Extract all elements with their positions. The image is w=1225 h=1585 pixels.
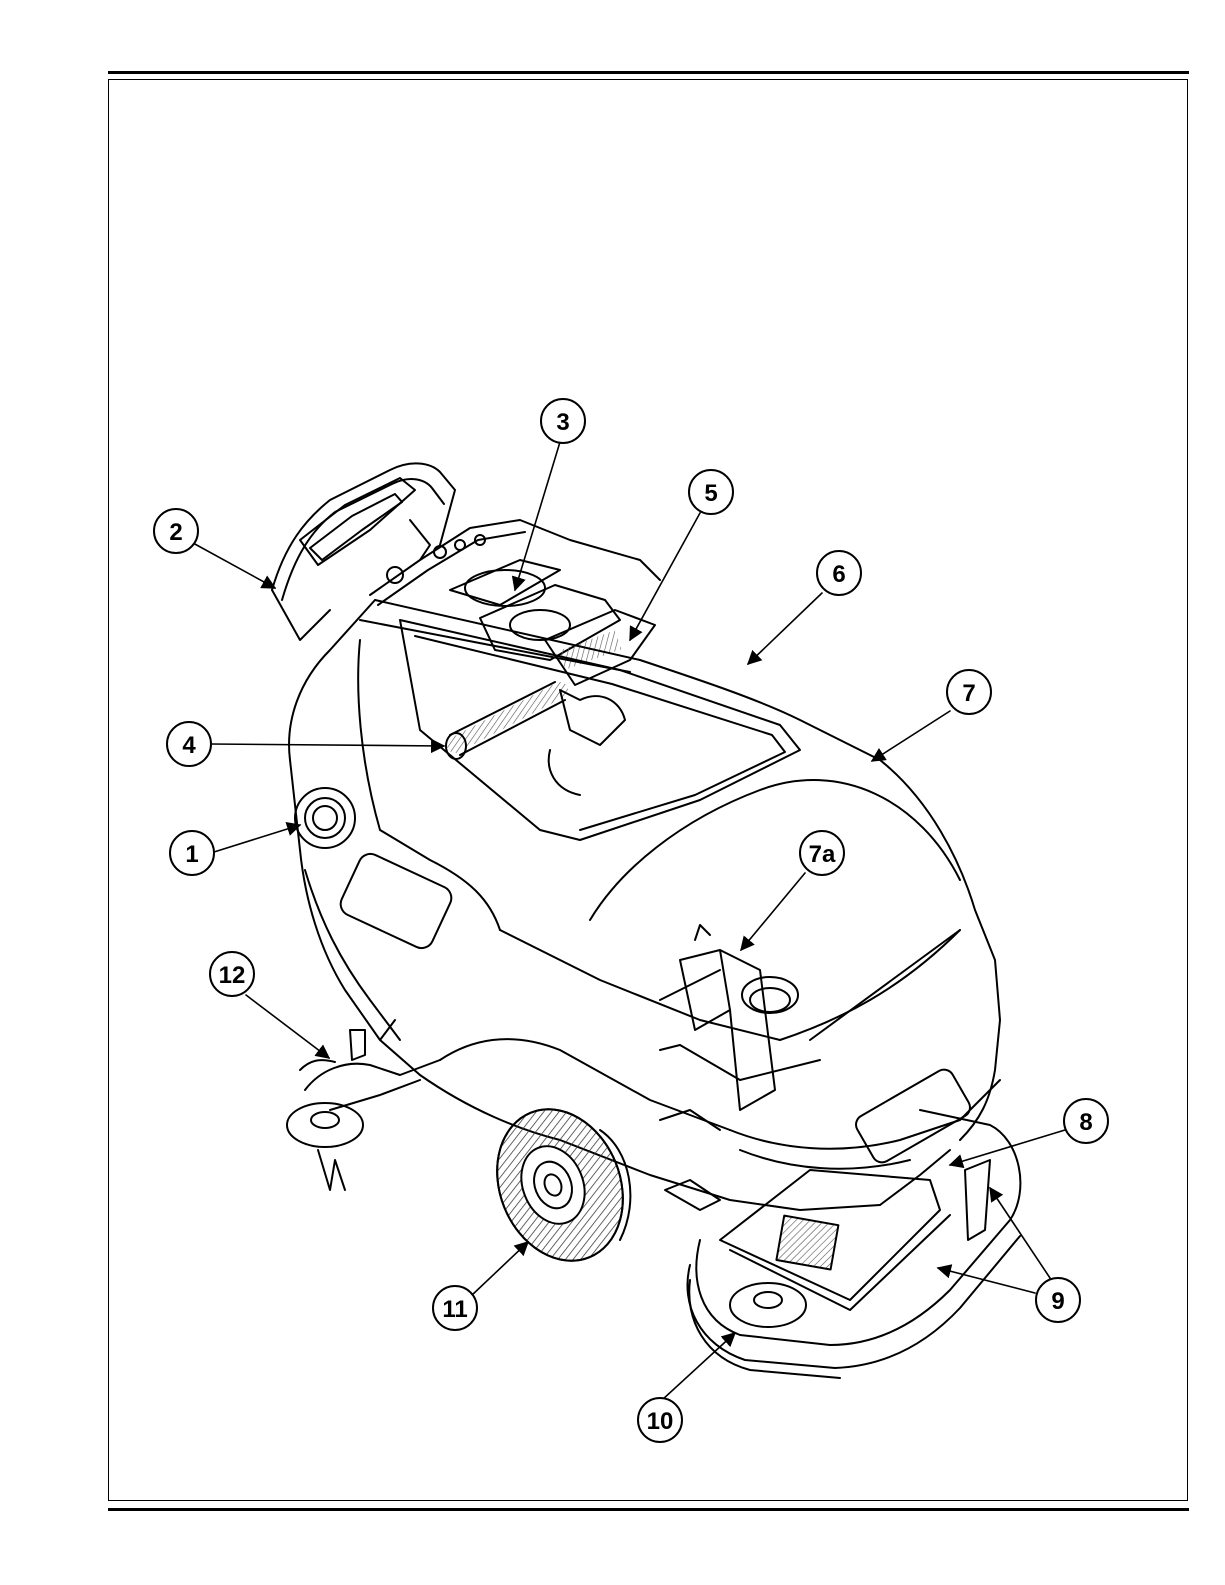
scrub-deck bbox=[687, 1110, 1020, 1378]
recovery-hose bbox=[446, 682, 625, 795]
callout-9: 9 bbox=[1036, 1278, 1080, 1322]
callout-label: 10 bbox=[647, 1408, 674, 1435]
callout-label: 7 bbox=[962, 680, 975, 707]
bumper-roller bbox=[730, 1283, 806, 1327]
callout-4: 4 bbox=[167, 722, 211, 766]
callout-12: 12 bbox=[210, 952, 254, 996]
callout-8: 8 bbox=[1064, 1099, 1108, 1143]
callout-label: 6 bbox=[832, 561, 845, 588]
leader-1 bbox=[214, 825, 300, 852]
callout-2: 2 bbox=[154, 509, 198, 553]
callouts: 1 2 3 4 5 6 7 7a bbox=[154, 399, 1108, 1442]
callout-1: 1 bbox=[170, 831, 214, 875]
callout-label: 5 bbox=[704, 480, 717, 507]
solution-filter bbox=[660, 925, 820, 1130]
leader-9a bbox=[938, 1268, 1035, 1293]
front-panel-recess bbox=[852, 1066, 973, 1166]
callout-6: 6 bbox=[817, 551, 861, 595]
callout-label: 1 bbox=[185, 841, 198, 868]
leader-10 bbox=[662, 1333, 735, 1400]
callout-10: 10 bbox=[638, 1398, 682, 1442]
callout-label: 2 bbox=[169, 519, 182, 546]
callout-label: 9 bbox=[1051, 1288, 1064, 1315]
leader-7 bbox=[872, 711, 950, 761]
squeegee-assembly bbox=[287, 1030, 440, 1190]
callout-label: 7a bbox=[809, 841, 836, 868]
callout-label: 4 bbox=[182, 732, 196, 759]
filter-tray bbox=[545, 610, 655, 685]
drain-hose bbox=[295, 788, 355, 848]
leader-7a bbox=[741, 873, 805, 950]
leader-5 bbox=[630, 513, 700, 640]
callout-label: 3 bbox=[556, 409, 569, 436]
leader-11 bbox=[471, 1242, 528, 1296]
callout-label: 11 bbox=[442, 1296, 467, 1323]
callout-label: 8 bbox=[1079, 1109, 1092, 1136]
leader-8 bbox=[950, 1130, 1065, 1165]
leader-4 bbox=[210, 744, 444, 746]
leader-2 bbox=[193, 543, 275, 588]
callout-7a: 7a bbox=[800, 831, 844, 875]
leader-6 bbox=[748, 593, 822, 664]
side-panel-recess bbox=[337, 850, 456, 952]
machine-body bbox=[289, 600, 1000, 1210]
callout-7: 7 bbox=[947, 670, 991, 714]
leader-12 bbox=[246, 995, 329, 1058]
callout-11: 11 bbox=[433, 1286, 477, 1330]
callout-3: 3 bbox=[541, 399, 585, 443]
rear-wheel bbox=[475, 1090, 645, 1280]
callout-5: 5 bbox=[689, 470, 733, 514]
callout-label: 12 bbox=[219, 962, 246, 989]
